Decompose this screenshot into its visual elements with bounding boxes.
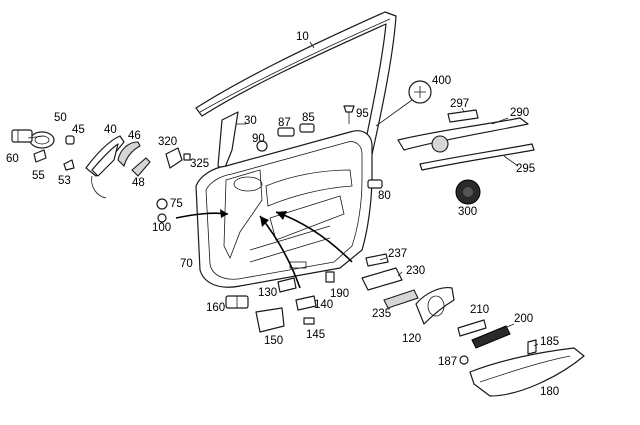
label-295: 295 xyxy=(516,163,535,175)
label-50: 50 xyxy=(54,112,67,124)
part-90-button xyxy=(256,140,268,152)
part-297-cover xyxy=(447,109,479,123)
part-235-handle-bezel xyxy=(383,289,419,309)
label-55: 55 xyxy=(32,170,45,182)
label-10: 10 xyxy=(296,31,309,43)
part-75-grommet xyxy=(156,198,168,210)
label-180: 180 xyxy=(540,386,559,398)
part-120-handle xyxy=(415,287,455,325)
part-160-switch xyxy=(225,295,249,309)
label-46: 46 xyxy=(128,130,141,142)
label-187: 187 xyxy=(438,356,457,368)
label-400: 400 xyxy=(432,75,451,87)
label-85: 85 xyxy=(302,112,315,124)
part-95-screw xyxy=(343,105,355,124)
label-53: 53 xyxy=(58,175,71,187)
label-100: 100 xyxy=(152,222,171,234)
label-30: 30 xyxy=(244,115,257,127)
label-300: 300 xyxy=(458,206,477,218)
part-53-screw xyxy=(63,159,75,171)
part-210-switch xyxy=(457,319,487,337)
assembly-arrows xyxy=(175,209,353,289)
label-235: 235 xyxy=(372,308,391,320)
part-237-bracket xyxy=(365,253,389,267)
label-70: 70 xyxy=(180,258,193,270)
label-320: 320 xyxy=(158,136,177,148)
label-297: 297 xyxy=(450,98,469,110)
part-295-trim-strip xyxy=(419,143,535,171)
part-87-switch xyxy=(277,127,295,137)
label-40: 40 xyxy=(104,124,117,136)
part-70-door-panel xyxy=(195,130,373,288)
label-160: 160 xyxy=(206,302,225,314)
part-320-bracket xyxy=(165,147,183,169)
part-130-cover xyxy=(277,277,297,293)
part-187-plug xyxy=(459,355,469,365)
part-230-handle-frame xyxy=(361,267,403,291)
part-46-bezel xyxy=(117,141,141,168)
part-400-detail-marker xyxy=(375,80,432,127)
label-60: 60 xyxy=(6,153,19,165)
label-290: 290 xyxy=(510,107,529,119)
part-190-fastener xyxy=(325,271,335,283)
label-87: 87 xyxy=(278,117,291,129)
label-237: 237 xyxy=(388,248,407,260)
part-labels: 10 30 40 45 46 48 50 53 55 60 70 75 80 8… xyxy=(6,31,559,398)
label-120: 120 xyxy=(402,333,421,345)
label-75: 75 xyxy=(170,198,183,210)
leader-lines xyxy=(27,41,539,347)
label-130: 130 xyxy=(258,287,277,299)
part-150-bin xyxy=(255,307,285,333)
label-80: 80 xyxy=(378,190,391,202)
label-210: 210 xyxy=(470,304,489,316)
label-145: 145 xyxy=(306,329,325,341)
part-300-speaker xyxy=(455,179,481,205)
part-100-plug xyxy=(157,213,167,223)
label-48: 48 xyxy=(132,177,145,189)
part-140-bracket xyxy=(295,295,317,311)
label-45: 45 xyxy=(72,124,85,136)
part-60-motor xyxy=(11,129,33,143)
part-185-clip xyxy=(527,339,537,355)
part-85-clip xyxy=(299,123,315,133)
part-30-trim-piece xyxy=(217,111,239,171)
part-45-clip xyxy=(65,135,75,145)
label-230: 230 xyxy=(406,265,425,277)
part-80-switch xyxy=(367,179,383,189)
part-40-speaker-housing xyxy=(85,135,125,199)
part-180-armrest xyxy=(469,347,585,397)
part-290-upper-trim xyxy=(397,117,529,151)
part-145-screw xyxy=(303,317,315,325)
label-325: 325 xyxy=(190,158,209,170)
label-150: 150 xyxy=(264,335,283,347)
part-50-ring xyxy=(29,131,55,149)
label-140: 140 xyxy=(314,299,333,311)
label-185: 185 xyxy=(540,336,559,348)
part-200-switch-panel xyxy=(471,325,511,349)
part-325-clip xyxy=(183,153,191,161)
part-48-grille xyxy=(131,157,151,177)
part-55-clip xyxy=(33,149,47,163)
part-tweeter-grille xyxy=(431,135,449,153)
label-90: 90 xyxy=(252,133,265,145)
label-190: 190 xyxy=(330,288,349,300)
label-200: 200 xyxy=(514,313,533,325)
label-95: 95 xyxy=(356,108,369,120)
